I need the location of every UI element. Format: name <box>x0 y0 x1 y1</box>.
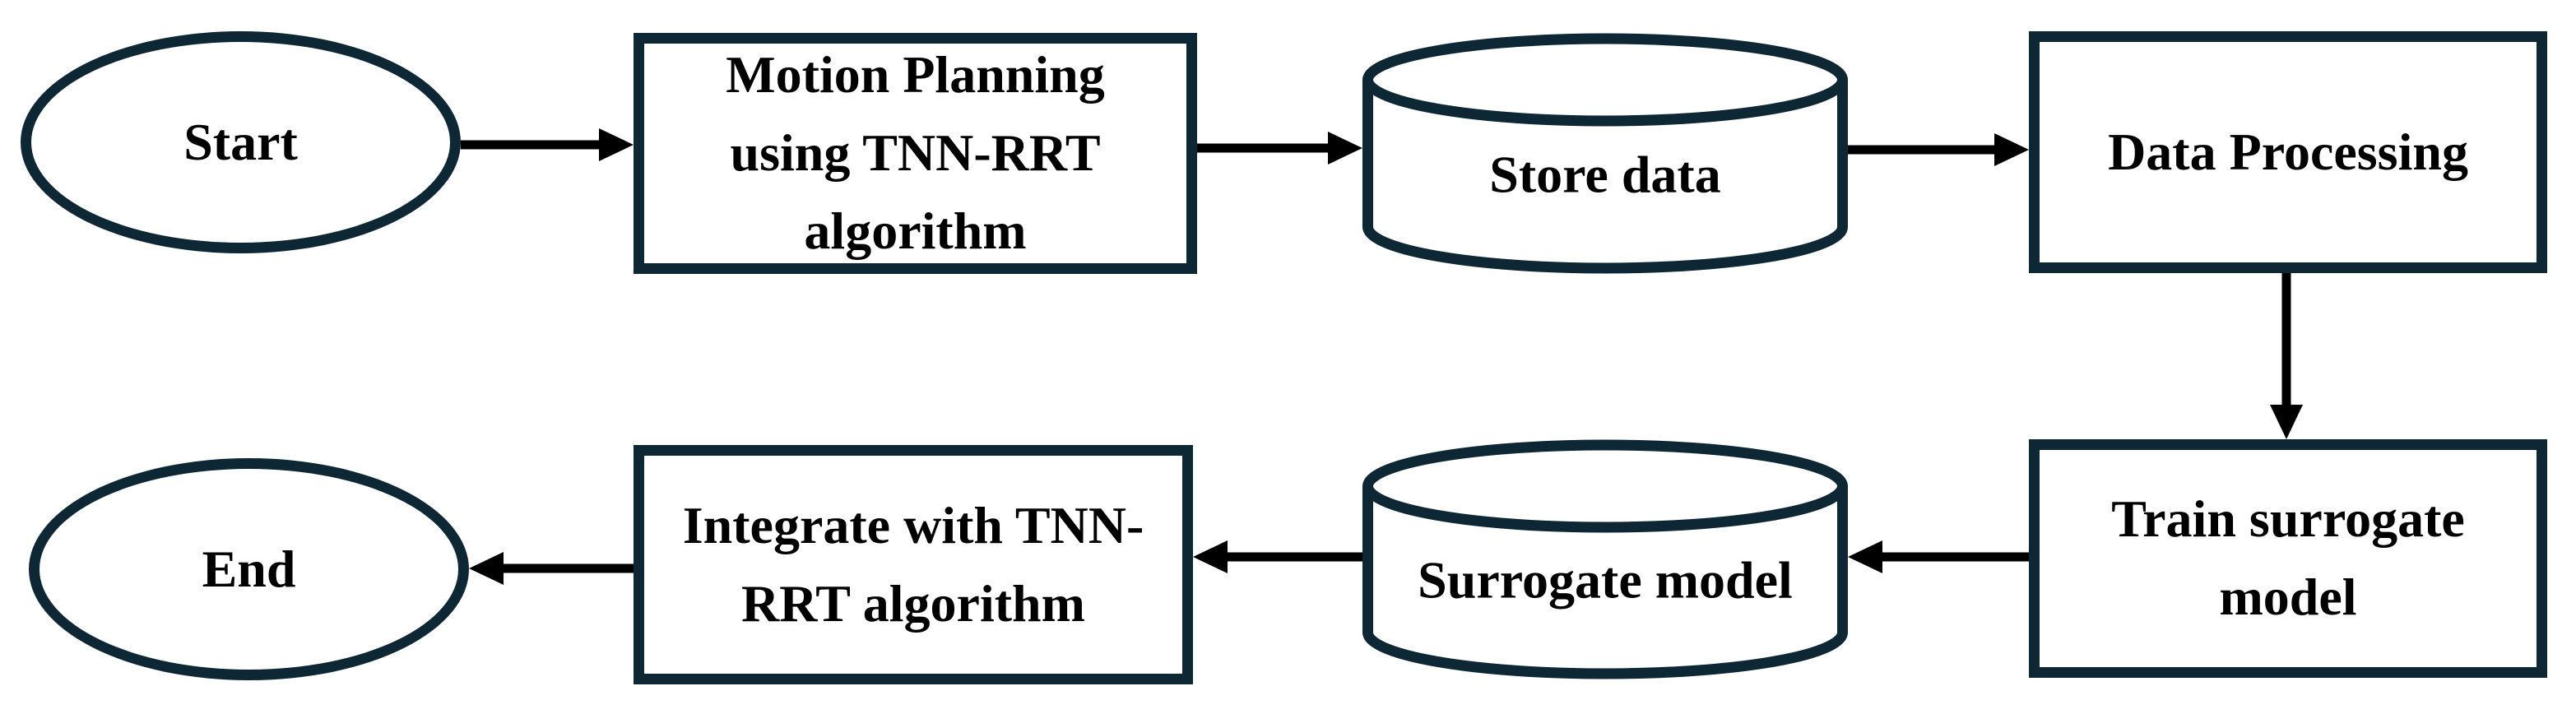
node-data-processing: Data Processing <box>2029 31 2547 273</box>
node-store-data-label: Store data <box>1489 145 1721 204</box>
arrow-data-processing-to-train-surrogate <box>2270 273 2303 439</box>
arrow-motion-planning-to-store-data <box>1197 132 1362 165</box>
node-end: End <box>29 458 469 680</box>
node-store-data: Store data <box>1362 33 1848 274</box>
arrow-integrate-to-end <box>469 552 634 585</box>
node-train-surrogate-model-label: Train surrogate model <box>2111 489 2465 626</box>
arrow-start-to-motion-planning <box>461 128 634 161</box>
arrow-surrogate-model-to-integrate <box>1193 540 1362 573</box>
database-cylinder-icon <box>1362 439 1848 679</box>
arrow-train-surrogate-to-surrogate-model <box>1848 540 2029 573</box>
node-surrogate-model: Surrogate model <box>1362 439 1848 679</box>
node-surrogate-model-label: Surrogate model <box>1418 550 1793 610</box>
node-motion-planning: Motion Planning using TNN-RRT algorithm <box>634 33 1197 274</box>
node-start-label: Start <box>183 112 298 171</box>
node-data-processing-label: Data Processing <box>2108 122 2468 181</box>
node-integrate-tnn-rrt-label: Integrate with TNN-RRT algorithm <box>682 495 1144 633</box>
node-train-surrogate-model: Train surrogate model <box>2029 439 2547 678</box>
node-motion-planning-label: Motion Planning using TNN-RRT algorithm <box>726 45 1105 260</box>
database-cylinder-icon <box>1362 33 1848 274</box>
arrow-store-data-to-data-processing <box>1848 133 2029 166</box>
node-end-label: End <box>202 539 296 598</box>
node-start: Start <box>21 31 461 253</box>
node-integrate-tnn-rrt: Integrate with TNN-RRT algorithm <box>634 445 1193 684</box>
